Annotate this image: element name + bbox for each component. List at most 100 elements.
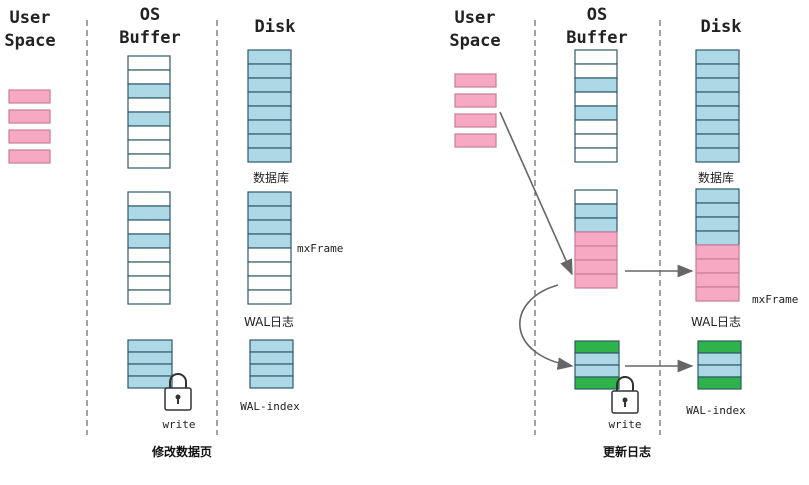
page-block: [8, 149, 51, 164]
wal-index-pages: [249, 339, 294, 389]
page-block: [695, 286, 740, 302]
lock-icon: [611, 376, 639, 414]
os-buffer-top: [127, 55, 171, 169]
page-block: [127, 111, 171, 127]
database-label: 数据库: [698, 170, 734, 185]
header-space: Space: [4, 31, 55, 51]
mxframe-label: mxFrame: [297, 242, 343, 255]
wal-index-pages: [697, 340, 742, 390]
header-disk: Disk: [255, 17, 296, 37]
page-block: [127, 191, 171, 207]
page-block: [247, 289, 292, 305]
page-block: [697, 340, 742, 354]
caption-update-log: 更新日志: [603, 444, 651, 459]
user-space-pages: [8, 89, 51, 164]
page-block: [127, 219, 171, 235]
user-space-pages: [454, 73, 497, 148]
page-block: [574, 273, 618, 289]
page-block: [574, 376, 620, 390]
wal-log-label: WAL日志: [691, 315, 741, 329]
header-user: User: [10, 8, 51, 28]
page-block: [454, 133, 497, 148]
page-block: [574, 77, 618, 93]
page-block: [127, 97, 171, 113]
page-block: [695, 202, 740, 218]
os-buffer-top: [574, 49, 618, 163]
page-block: [574, 340, 620, 354]
page-block: [574, 133, 618, 149]
page-block: [127, 339, 173, 353]
page-block: [127, 55, 171, 71]
database-pages: [247, 49, 292, 163]
page-block: [574, 189, 618, 205]
page-block: [695, 188, 740, 204]
page-stacks: [8, 49, 742, 390]
page-block: [695, 91, 740, 107]
mxframe-label: mxFrame: [752, 293, 798, 306]
page-block: [247, 63, 292, 79]
page-block: [697, 364, 742, 378]
page-block: [574, 231, 618, 247]
arrow-user-to-buffer: [499, 111, 573, 276]
page-block: [247, 191, 292, 207]
page-block: [247, 119, 292, 135]
header-buffer: Buffer: [119, 28, 180, 48]
page-block: [574, 63, 618, 79]
header-user: User: [455, 8, 496, 28]
arrow-buffer-to-index: [519, 284, 574, 370]
page-block: [574, 49, 618, 65]
page-block: [695, 244, 740, 260]
page-block: [127, 351, 173, 365]
page-block: [127, 83, 171, 99]
page-block: [695, 49, 740, 65]
page-block: [8, 129, 51, 144]
page-block: [8, 109, 51, 124]
wal-index-label: WAL-index: [686, 404, 746, 417]
page-block: [695, 230, 740, 246]
lock-icon: [164, 373, 192, 411]
caption-modify-page: 修改数据页: [151, 444, 212, 459]
column-separators: [86, 20, 661, 435]
page-block: [574, 217, 618, 233]
page-block: [247, 261, 292, 277]
page-block: [247, 275, 292, 291]
page-block: [695, 63, 740, 79]
wal-log-pages: [695, 188, 740, 302]
page-block: [127, 233, 171, 249]
page-block: [249, 375, 294, 389]
page-block: [127, 205, 171, 221]
page-block: [247, 105, 292, 121]
page-block: [127, 363, 173, 377]
page-block: [247, 147, 292, 163]
page-block: [695, 77, 740, 93]
page-block: [697, 352, 742, 366]
page-block: [127, 375, 173, 389]
page-block: [574, 147, 618, 163]
header-space: Space: [449, 31, 500, 51]
os-buffer-index: [574, 340, 620, 390]
page-block: [247, 77, 292, 93]
page-block: [247, 49, 292, 65]
page-block: [454, 73, 497, 88]
page-block: [8, 89, 51, 104]
page-block: [127, 261, 171, 277]
header-disk: Disk: [701, 17, 742, 37]
page-block: [574, 245, 618, 261]
page-block: [247, 91, 292, 107]
page-block: [695, 119, 740, 135]
page-block: [695, 272, 740, 288]
page-block: [247, 133, 292, 149]
os-buffer-mid: [127, 191, 171, 305]
page-block: [127, 275, 171, 291]
page-block: [695, 216, 740, 232]
write-label: write: [608, 418, 641, 431]
page-block: [247, 219, 292, 235]
page-block: [127, 125, 171, 141]
header-os: OS: [587, 5, 607, 25]
page-block: [697, 376, 742, 390]
wal-log-pages: [247, 191, 292, 305]
page-block: [247, 205, 292, 221]
page-block: [127, 139, 171, 155]
